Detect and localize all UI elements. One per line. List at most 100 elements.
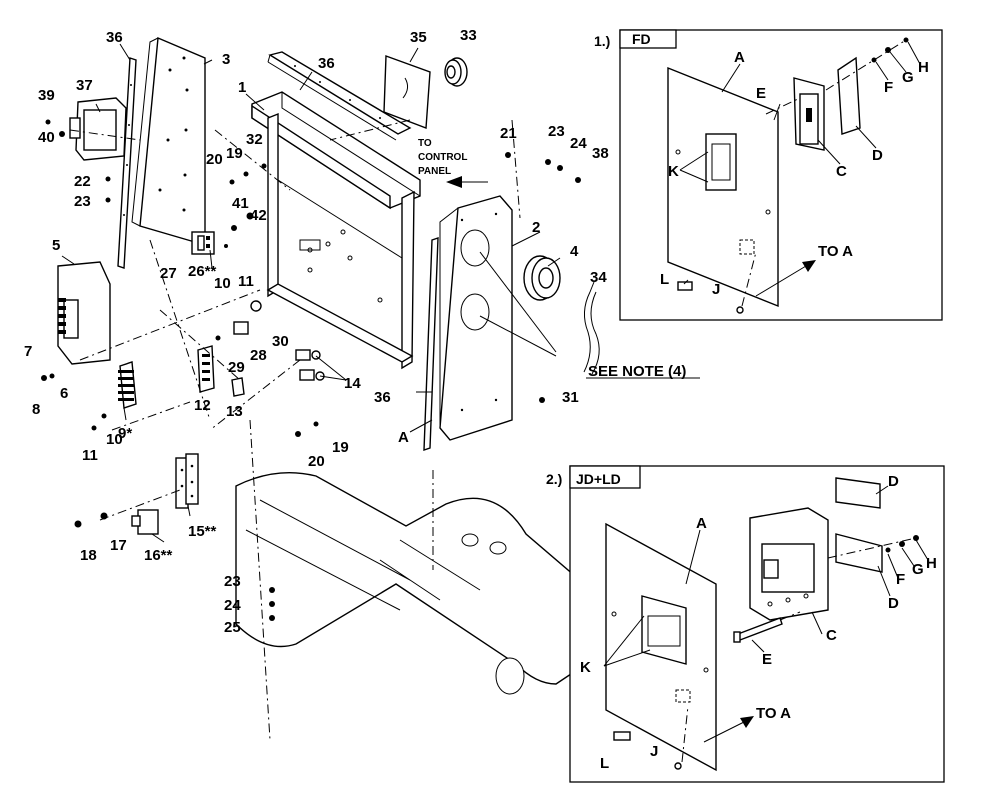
callout-20: 20	[206, 151, 223, 168]
svg-text:E: E	[756, 85, 766, 102]
svg-text:G: G	[902, 69, 914, 86]
callout-2: 2	[532, 219, 540, 236]
callout-19: 19	[332, 439, 349, 456]
component-28-30	[233, 300, 262, 335]
callout-23: 23	[74, 193, 91, 210]
svg-text:TO A: TO A	[818, 243, 853, 260]
assembly-lines	[69, 119, 521, 741]
svg-text:L: L	[600, 755, 609, 772]
callout-5: 5	[52, 237, 60, 254]
svg-text:C: C	[826, 627, 837, 644]
callout-15: 15**	[188, 523, 217, 540]
callout-28: 28	[250, 347, 267, 364]
part-13	[231, 377, 245, 397]
standoffs-14	[295, 349, 325, 381]
callout-17: 17	[110, 537, 127, 554]
svg-text:J: J	[712, 281, 720, 298]
callout-14: 14	[344, 375, 361, 392]
callout-16: 16**	[144, 547, 173, 564]
svg-text:1.): 1.)	[594, 33, 610, 49]
bolt-E	[733, 617, 783, 643]
svg-text:D: D	[888, 473, 899, 490]
terminal-block-12	[197, 345, 215, 393]
terminal-block-5	[57, 261, 111, 365]
callout-3: 3	[222, 51, 230, 68]
callout-31: 31	[562, 389, 579, 406]
callout-26: 26**	[188, 263, 217, 280]
left-side-panel	[131, 36, 206, 246]
to-control-arrow	[446, 176, 488, 188]
leader-lines	[61, 43, 700, 543]
callout-9: 9*	[118, 425, 132, 442]
svg-text:PANEL: PANEL	[418, 166, 451, 177]
component-16	[131, 509, 159, 535]
callout-34: 34	[590, 269, 607, 286]
svg-text:A: A	[734, 49, 745, 66]
callout-21: 21	[500, 125, 517, 142]
svg-text:E: E	[762, 651, 772, 668]
svg-text:D: D	[872, 147, 883, 164]
fastener-dots	[41, 119, 581, 621]
callout-36: 36	[374, 389, 391, 406]
svg-text:2.): 2.)	[546, 471, 562, 487]
inset-fd: 1.) FD	[594, 29, 943, 321]
callouts: 36 3 36 35 33 37 39 40 1 32 19 20 22 23 …	[24, 27, 609, 636]
callout-29: 29	[228, 359, 245, 376]
svg-text:TO: TO	[418, 138, 432, 149]
callout-19: 19	[226, 145, 243, 162]
callout-10: 10	[106, 431, 123, 448]
callout-A: A	[398, 429, 409, 446]
callout-39: 39	[38, 87, 55, 104]
svg-text:L: L	[660, 271, 669, 288]
cable-34	[583, 291, 600, 375]
callout-40: 40	[38, 129, 55, 146]
svg-text:H: H	[918, 59, 929, 76]
callout-1: 1	[238, 79, 246, 96]
svg-text:FD: FD	[632, 31, 651, 47]
callout-20: 20	[308, 453, 325, 470]
callout-38: 38	[592, 145, 609, 162]
grommet-4	[523, 255, 561, 301]
callout-32: 32	[246, 131, 263, 148]
callout-36: 36	[106, 29, 123, 46]
callout-37: 37	[76, 77, 93, 94]
top-bracket	[268, 51, 412, 135]
callout-27: 27	[160, 265, 177, 282]
svg-text:CONTROL: CONTROL	[418, 152, 467, 163]
callout-6: 6	[60, 385, 68, 402]
callout-24: 24	[570, 135, 587, 152]
callout-42: 42	[250, 207, 267, 224]
callout-8: 8	[32, 401, 40, 418]
callout-30: 30	[272, 333, 289, 350]
callout-11: 11	[82, 447, 98, 464]
module-37	[69, 97, 127, 161]
see-note-label: SEE NOTE (4)	[588, 363, 686, 380]
callout-35: 35	[410, 29, 427, 46]
right-side-panel	[439, 195, 513, 441]
left-strip	[117, 57, 137, 269]
callout-4: 4	[570, 243, 579, 260]
svg-text:K: K	[580, 659, 591, 676]
callout-33: 33	[460, 27, 477, 44]
notes: TO CONTROL PANEL SEE NOTE (4)	[418, 138, 686, 380]
callout-41: 41	[232, 195, 249, 212]
component-26-27	[191, 231, 215, 255]
svg-text:F: F	[896, 571, 905, 588]
inset-jdld: 2.) JD+LD	[546, 465, 945, 783]
callout-36: 36	[318, 55, 335, 72]
base-frame	[235, 472, 605, 695]
callout-22: 22	[74, 173, 91, 190]
svg-text:H: H	[926, 555, 937, 572]
svg-text:C: C	[836, 163, 847, 180]
callout-23: 23	[548, 123, 565, 140]
right-strip	[423, 237, 439, 451]
svg-text:G: G	[912, 561, 924, 578]
svg-text:JD+LD: JD+LD	[576, 471, 621, 487]
callout-11: 11	[238, 273, 254, 290]
svg-text:K: K	[668, 163, 679, 180]
box-frame	[251, 91, 421, 370]
callout-25: 25	[224, 619, 241, 636]
svg-text:D: D	[888, 595, 899, 612]
svg-text:A: A	[696, 515, 707, 532]
svg-text:J: J	[650, 743, 658, 760]
